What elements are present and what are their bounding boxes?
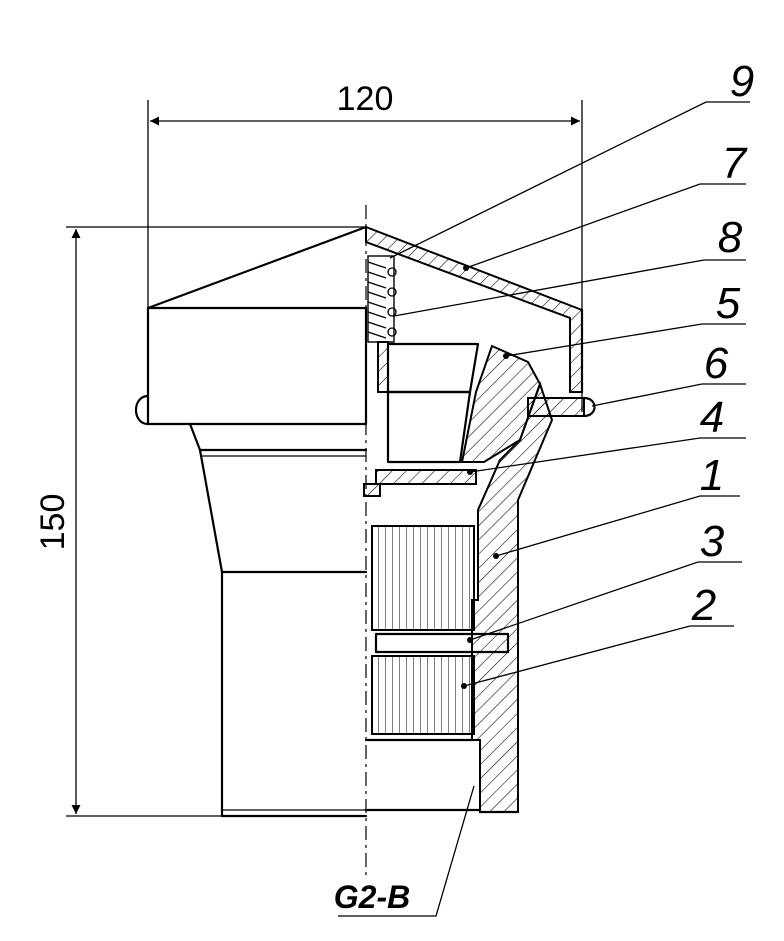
leader-9 bbox=[389, 101, 750, 259]
guide-sleeve bbox=[377, 341, 389, 393]
cone-left bbox=[188, 422, 224, 574]
leader-dot-1 bbox=[493, 553, 499, 559]
leader-dot-4 bbox=[467, 469, 473, 475]
cap-roof-left bbox=[146, 225, 368, 310]
callout-6: 6 bbox=[704, 339, 729, 388]
cap-body-left bbox=[146, 306, 368, 426]
dimension-width: 120 bbox=[147, 80, 583, 412]
section-view bbox=[363, 225, 596, 814]
thread-callout: G2-B bbox=[334, 785, 475, 917]
leader-1 bbox=[495, 495, 740, 557]
ring-part-3 bbox=[374, 632, 510, 654]
valve-chamber-bottom bbox=[386, 390, 472, 464]
leader-3 bbox=[469, 561, 742, 641]
bolt-head-left bbox=[134, 394, 150, 426]
leader-5 bbox=[505, 323, 746, 357]
valve-plate-section bbox=[460, 344, 542, 463]
callout-5: 5 bbox=[716, 279, 741, 328]
dimension-height: 150 bbox=[34, 226, 365, 817]
filter-lower bbox=[371, 655, 475, 735]
callout-8: 8 bbox=[718, 213, 743, 262]
callout-7: 7 bbox=[722, 139, 748, 188]
leader-dot-5 bbox=[503, 353, 509, 359]
leader-dot-7 bbox=[463, 265, 469, 271]
bolt-head-right bbox=[582, 396, 596, 418]
leader-8 bbox=[393, 259, 746, 317]
leader-6 bbox=[591, 383, 746, 407]
leader-dot-3 bbox=[467, 637, 473, 643]
callout-1: 1 bbox=[700, 451, 724, 500]
callout-2: 2 bbox=[691, 581, 716, 630]
valve-chamber-top bbox=[386, 342, 480, 394]
leader-7 bbox=[465, 183, 746, 269]
leader-4 bbox=[469, 437, 746, 473]
filter-upper bbox=[371, 525, 475, 631]
gasket-section bbox=[375, 469, 477, 485]
leader-dot-2 bbox=[461, 683, 467, 689]
spring bbox=[367, 255, 397, 343]
leader-2 bbox=[463, 625, 734, 687]
bolt-section bbox=[527, 397, 585, 417]
gasket-step bbox=[363, 483, 381, 497]
leader-thread bbox=[338, 785, 475, 917]
callout-3: 3 bbox=[700, 517, 725, 566]
exterior-view bbox=[134, 225, 368, 818]
thread-label: G2-B bbox=[334, 879, 410, 915]
callouts: 9 7 8 5 6 4 1 3 2 bbox=[389, 57, 754, 689]
dimension-width-label: 120 bbox=[337, 80, 394, 118]
dimension-height-label: 150 bbox=[34, 494, 72, 551]
callout-9: 9 bbox=[730, 57, 754, 106]
callout-4: 4 bbox=[700, 393, 724, 442]
